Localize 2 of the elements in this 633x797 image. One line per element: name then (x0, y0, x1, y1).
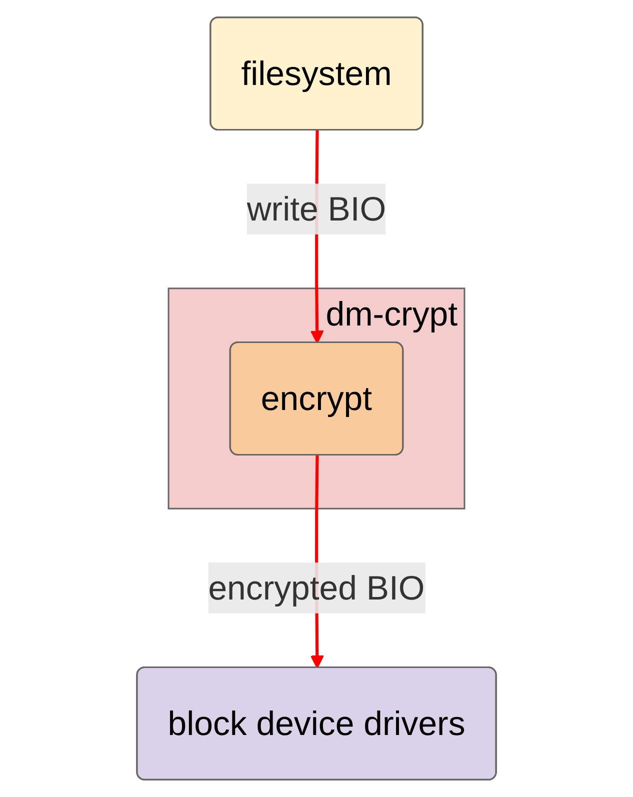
edge-label: write BIO (246, 190, 386, 228)
edge-label: encrypted BIO (208, 568, 425, 608)
